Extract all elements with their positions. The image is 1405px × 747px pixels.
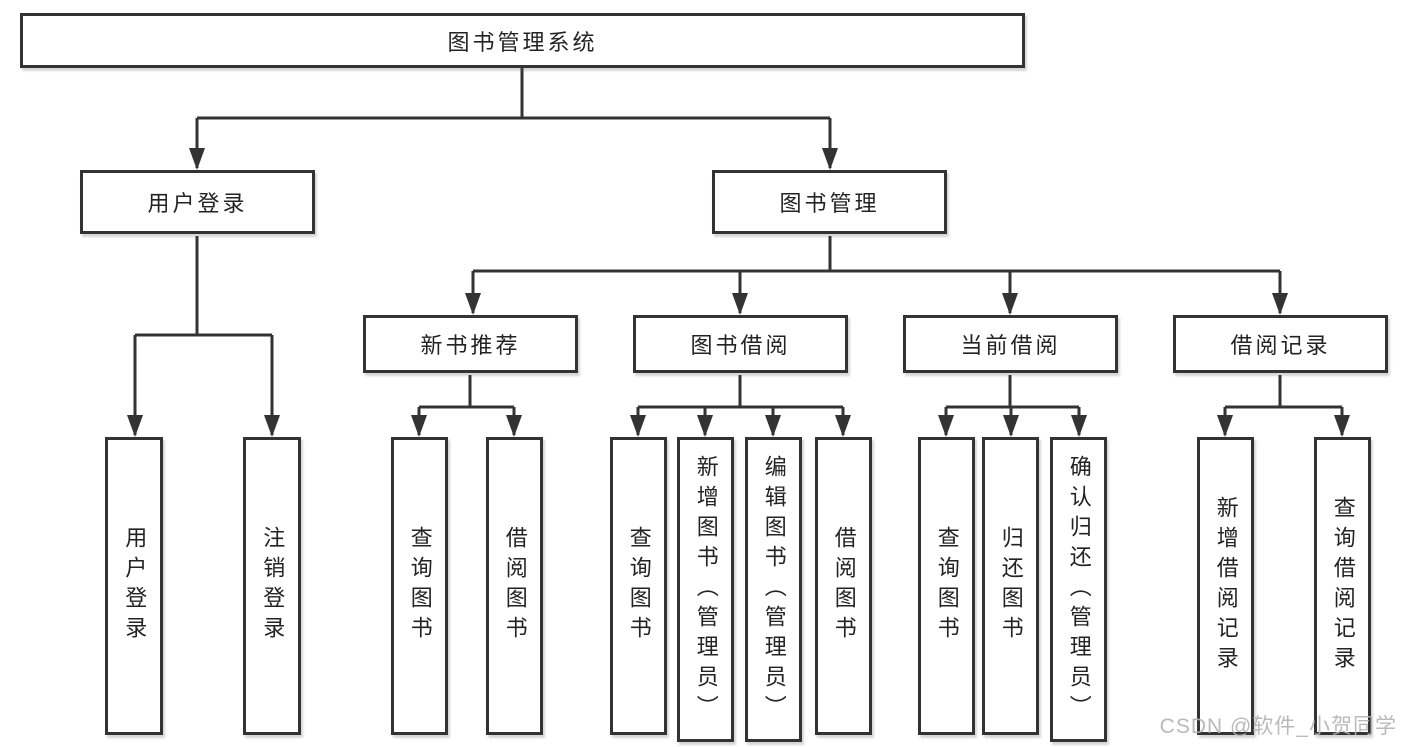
node-current-borrowing: 当前借阅 xyxy=(903,315,1118,373)
node-book-management-label: 图书管理 xyxy=(779,191,880,216)
leaf-nb-query-books-label: 查询图书 xyxy=(407,526,433,646)
node-user-login-label: 用户登录 xyxy=(147,191,248,216)
leaf-logout-label: 注销登录 xyxy=(260,526,286,646)
node-user-login: 用户登录 xyxy=(80,170,315,234)
leaf-bb-borrow-books-label: 借阅图书 xyxy=(831,526,857,646)
leaf-bb-edit-books-admin-label: 编辑图书（管理员） xyxy=(761,454,787,725)
leaf-cb-return-books-label: 归还图书 xyxy=(998,526,1024,646)
leaf-user-login-label: 用户登录 xyxy=(122,526,148,646)
leaf-bb-query-books-label: 查询图书 xyxy=(626,526,652,646)
leaf-nb-borrow-books-label: 借阅图书 xyxy=(502,526,528,646)
leaf-br-add-record-label: 新增借阅记录 xyxy=(1213,496,1239,676)
node-root: 图书管理系统 xyxy=(20,13,1025,68)
leaf-bb-add-books-admin-label: 新增图书（管理员） xyxy=(693,454,719,725)
leaf-cb-return-books: 归还图书 xyxy=(982,437,1039,735)
leaf-cb-confirm-return-admin: 确认归还（管理员） xyxy=(1050,437,1107,742)
leaf-bb-query-books: 查询图书 xyxy=(610,437,667,735)
leaf-cb-query-books: 查询图书 xyxy=(918,437,975,735)
node-book-borrowing-label: 图书借阅 xyxy=(690,333,791,358)
node-book-management: 图书管理 xyxy=(712,170,947,234)
leaf-br-query-record-label: 查询借阅记录 xyxy=(1330,496,1356,676)
node-root-label: 图书管理系统 xyxy=(447,29,598,55)
node-borrowing-records: 借阅记录 xyxy=(1173,315,1388,373)
leaf-bb-add-books-admin: 新增图书（管理员） xyxy=(677,437,734,742)
leaf-cb-confirm-return-admin-label: 确认归还（管理员） xyxy=(1066,454,1092,725)
leaf-bb-edit-books-admin: 编辑图书（管理员） xyxy=(745,437,802,742)
leaf-bb-borrow-books: 借阅图书 xyxy=(815,437,872,735)
leaf-logout: 注销登录 xyxy=(243,437,301,735)
leaf-br-add-record: 新增借阅记录 xyxy=(1197,437,1254,735)
watermark-text: CSDN @软件_小贺同学 xyxy=(1159,715,1397,738)
node-new-book-recommend: 新书推荐 xyxy=(363,315,578,373)
leaf-nb-query-books: 查询图书 xyxy=(391,437,448,735)
node-book-borrowing: 图书借阅 xyxy=(633,315,848,373)
leaf-nb-borrow-books: 借阅图书 xyxy=(486,437,543,735)
leaf-cb-query-books-label: 查询图书 xyxy=(934,526,960,646)
leaf-user-login: 用户登录 xyxy=(105,437,163,735)
node-borrowing-records-label: 借阅记录 xyxy=(1230,333,1331,358)
node-current-borrowing-label: 当前借阅 xyxy=(960,333,1061,358)
connector-edges xyxy=(133,68,1344,435)
leaf-br-query-record: 查询借阅记录 xyxy=(1314,437,1371,735)
node-new-book-recommend-label: 新书推荐 xyxy=(420,333,521,358)
